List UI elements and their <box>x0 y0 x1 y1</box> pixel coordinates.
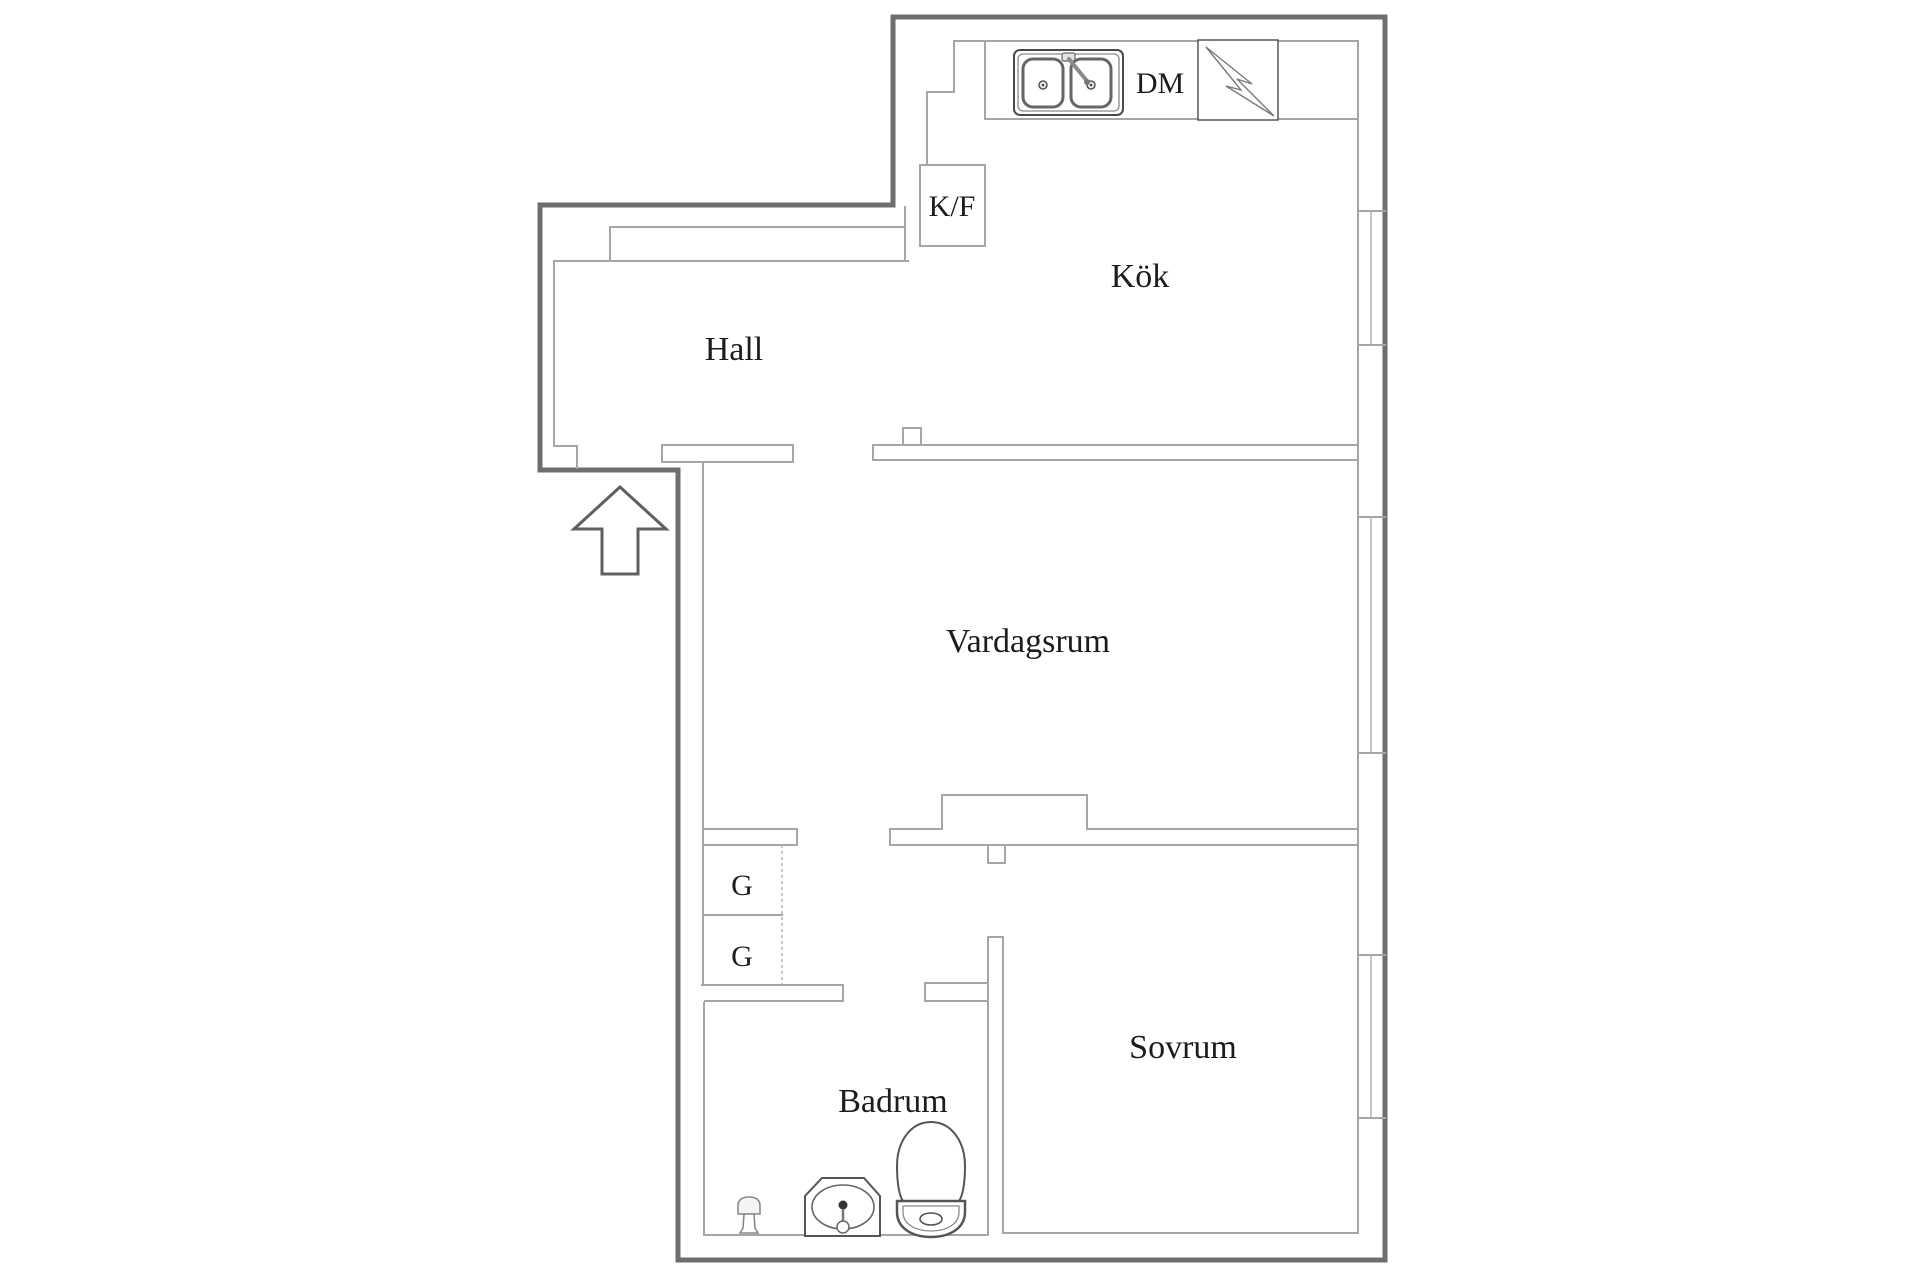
livingroom-corridor-wall-west <box>702 828 798 846</box>
bedroom-door-stub <box>987 844 1006 864</box>
livingroom-bedroom-divider-wall <box>889 794 1359 846</box>
hall-south-wall-piece <box>661 444 794 463</box>
living-room-label: Vardagsrum <box>946 623 1110 660</box>
kitchen-livingroom-divider-wall <box>872 444 1359 461</box>
bathroom-fixture-icon <box>737 1196 761 1234</box>
outer-wall <box>537 14 1388 1263</box>
fridge-freezer-cabinet <box>919 164 986 247</box>
dishwasher-label: DM <box>1136 67 1184 100</box>
bathroom-north-wall <box>701 984 844 1002</box>
kitchen-label: Kök <box>1111 258 1170 295</box>
fridge-freezer-label: K/F <box>929 190 976 223</box>
kitchen-sink-icon <box>1013 49 1124 116</box>
kitchen-door-stub <box>902 427 922 446</box>
bathroom-north-wall-east-piece <box>924 982 989 1002</box>
bathroom-bedroom-wall <box>987 936 1004 1234</box>
wardrobe-boxes <box>702 844 783 986</box>
bedroom-label: Sovrum <box>1129 1029 1237 1066</box>
wardrobe-2-label: G <box>731 940 753 973</box>
wardrobe-1-label: G <box>731 869 753 902</box>
hall-kitchen-wall-piece <box>904 206 921 262</box>
kitchen-west-step-wall <box>926 40 955 166</box>
washbasin-icon <box>804 1177 881 1237</box>
bathroom-inner-walls <box>703 1002 989 1236</box>
entrance-arrow-icon <box>570 484 670 576</box>
stove-lightning-icon <box>1197 39 1279 121</box>
hall-label: Hall <box>705 331 764 368</box>
bathroom-label: Badrum <box>838 1083 948 1120</box>
hall-closet <box>609 226 906 262</box>
toilet-icon <box>895 1120 967 1239</box>
